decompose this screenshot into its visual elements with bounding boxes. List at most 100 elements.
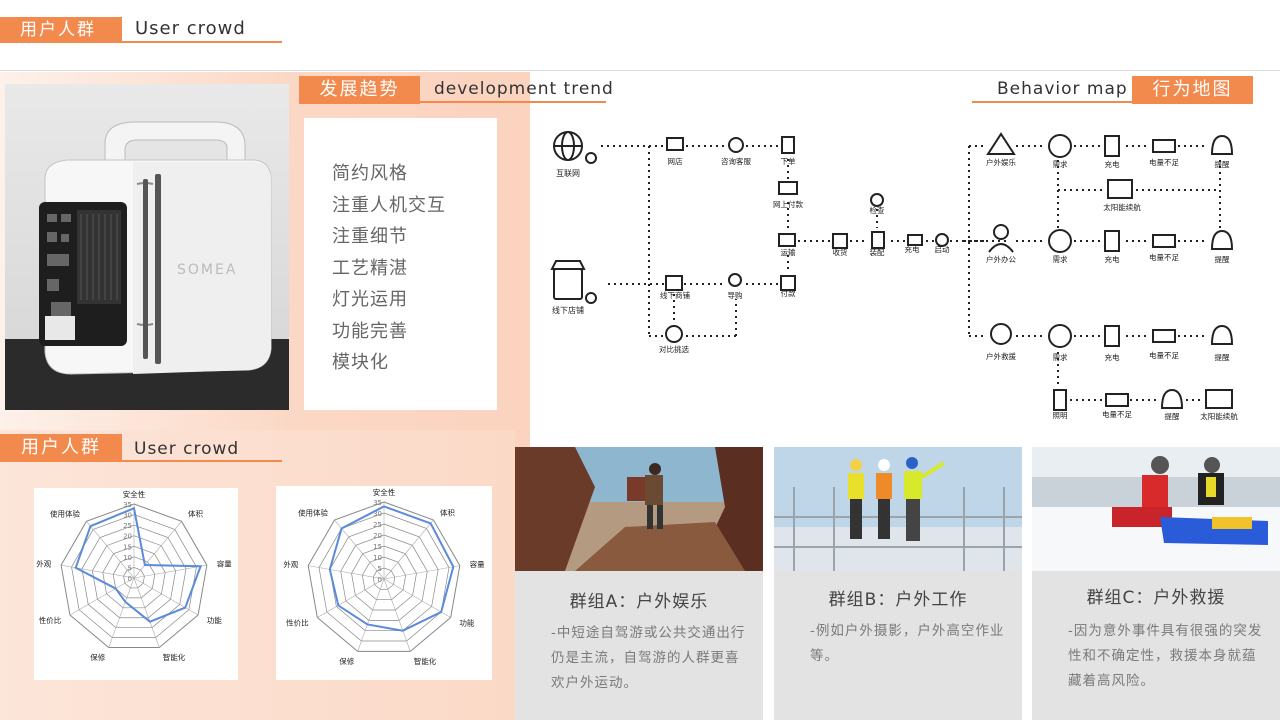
radar-tick-label: 0	[378, 576, 382, 584]
radar-axis-label: 安全性	[373, 487, 396, 497]
header-en-title: User crowd	[135, 18, 246, 39]
node-offline-store: 线下商铺	[660, 290, 690, 300]
radar-axis-label: 外观	[283, 559, 298, 569]
radar-grid-ring	[361, 556, 407, 601]
radar-axis-line	[308, 565, 385, 580]
node-charging: 充电	[1105, 352, 1121, 362]
behavior-tag: 行为地图	[1132, 76, 1253, 104]
node-transport: 运输	[781, 247, 796, 257]
node-web: 网店	[668, 156, 683, 166]
radar-tick-label: 10	[373, 554, 382, 562]
group-card-b: 群组B：户外工作 -例如户外摄影，户外高空作业等。	[774, 447, 1022, 720]
node-guide: 导购	[728, 290, 743, 300]
node-store: 线下店铺	[552, 305, 584, 315]
power-station-product-image: SOMEA	[5, 84, 289, 410]
radar-tick-label: 25	[373, 521, 382, 529]
group-card-c: 群组C：户外救援 -因为意外事件具有很强的突发性和不确定性，救援本身就蕴藏着高风…	[1032, 447, 1280, 720]
radar-series-line	[74, 506, 203, 623]
behavior-underline	[972, 101, 1132, 103]
radar-grid-ring	[123, 567, 145, 589]
page-header: 用户人群 User crowd	[0, 0, 1280, 72]
card-description: -中短途自驾游或公共交通出行仍是主流，自驾游的人群更喜欢户外运动。	[551, 625, 746, 691]
radar-grid-ring	[81, 524, 187, 629]
radar-axis-label: 容量	[470, 559, 485, 569]
radar-axis-label: 容量	[217, 558, 232, 568]
radar-grid-ring	[91, 535, 177, 619]
trend-panel: 简约风格 注重人机交互 注重细节 工艺精湛 灯光运用 功能完善 模块化	[304, 118, 497, 410]
radar-tick-label: 35	[373, 499, 382, 507]
radar-tick-label: 5	[128, 564, 132, 572]
radar-axis-line	[108, 577, 135, 648]
radar-tick-label: 30	[373, 510, 382, 518]
trend-underline	[420, 101, 606, 103]
radar-tick-label: 30	[123, 512, 132, 520]
header-tag: 用户人群	[0, 17, 122, 43]
trend-tag: 发展趋势	[299, 76, 420, 104]
radar-tick-label: 10	[123, 554, 132, 562]
radar-grid-ring	[340, 534, 428, 621]
node-demand: 需求	[1053, 254, 1069, 264]
trend-item: 模块化	[332, 352, 389, 373]
crowd-underline	[122, 460, 282, 462]
radar-tick-label: 0	[128, 575, 132, 583]
top-divider	[0, 70, 1280, 71]
radar-axis-label: 功能	[207, 615, 222, 625]
node-remind: 提醒	[1165, 411, 1181, 421]
radar-axis-line	[86, 521, 135, 579]
card-title: 群组C：户外救援	[1086, 588, 1226, 608]
trend-item: 灯光运用	[332, 289, 408, 310]
trend-list: 简约风格 注重人机交互 注重细节 工艺精湛 灯光运用 功能完善 模块化	[332, 158, 446, 379]
radar-axis-label: 功能	[459, 618, 474, 628]
hiking-photo	[515, 447, 763, 571]
radar-axis-line	[357, 578, 385, 652]
trend-item: 注重人机交互	[332, 194, 446, 216]
radar-axis-line	[61, 564, 135, 579]
radar-grid-ring	[351, 545, 417, 611]
trend-item: 简约风格	[332, 163, 408, 184]
node-demand: 需求	[1053, 159, 1069, 169]
radar-axis-label: 体积	[440, 507, 455, 517]
radar-axis-label: 智能化	[163, 652, 186, 662]
radar-axis-line	[133, 521, 182, 579]
svg-text:SOMEA: SOMEA	[177, 262, 237, 278]
radar-axis-label: 保修	[90, 652, 105, 662]
radar-tick-label: 35	[123, 501, 132, 509]
radar-grid-ring	[60, 503, 208, 649]
radar-axis-label: 性价比	[286, 618, 309, 628]
radar-axis-label: 保修	[339, 656, 354, 666]
node-low-power: 电量不足	[1149, 350, 1179, 360]
radar-axis-label: 体积	[188, 509, 203, 519]
radar-axis-label: 安全性	[123, 489, 146, 499]
trend-item: 注重细节	[332, 226, 408, 247]
radar-axis-line	[133, 577, 160, 648]
behavior-en-title: Behavior map	[997, 79, 1128, 99]
radar-axis-line	[383, 565, 460, 580]
node-charge: 充电	[905, 244, 920, 254]
node-solar: 太阳能续航	[1200, 411, 1238, 421]
radar-axis-line	[383, 578, 411, 652]
radar-grid-ring	[372, 567, 396, 590]
group-card-a: 群组A：户外娱乐 -中短途自驾游或公共交通出行仍是主流，自驾游的人群更喜欢户外运…	[515, 447, 763, 720]
radar-axis-line	[383, 519, 434, 580]
node-compare: 对比挑选	[659, 344, 689, 354]
node-remind: 提醒	[1215, 352, 1231, 362]
trend-en-title: development trend	[434, 79, 614, 99]
behavior-map: 互联网 线下店铺 网店 咨询客服 下单 网上付款 线下商铺 导购 付款 对比挑选…	[546, 124, 1252, 426]
radar-grid-ring	[318, 512, 450, 642]
node-remind: 提醒	[1215, 254, 1231, 264]
node-internet: 互联网	[556, 169, 580, 178]
radar-tick-label: 15	[373, 543, 382, 551]
radar-tick-label: 20	[123, 533, 132, 541]
radar-axis-line	[69, 577, 135, 616]
node-low-power: 电量不足	[1102, 409, 1132, 419]
node-charging: 充电	[1105, 254, 1121, 264]
node-lighting: 照明	[1053, 411, 1068, 420]
card-title: 群组A：户外娱乐	[569, 592, 709, 612]
crowd-en-title: User crowd	[134, 439, 240, 459]
node-charging: 充电	[1105, 159, 1121, 169]
radar-series-line	[328, 505, 455, 632]
radar-axis-label: 外观	[36, 558, 51, 568]
node-receive: 收货	[833, 247, 848, 257]
node-order: 下单	[781, 156, 796, 166]
